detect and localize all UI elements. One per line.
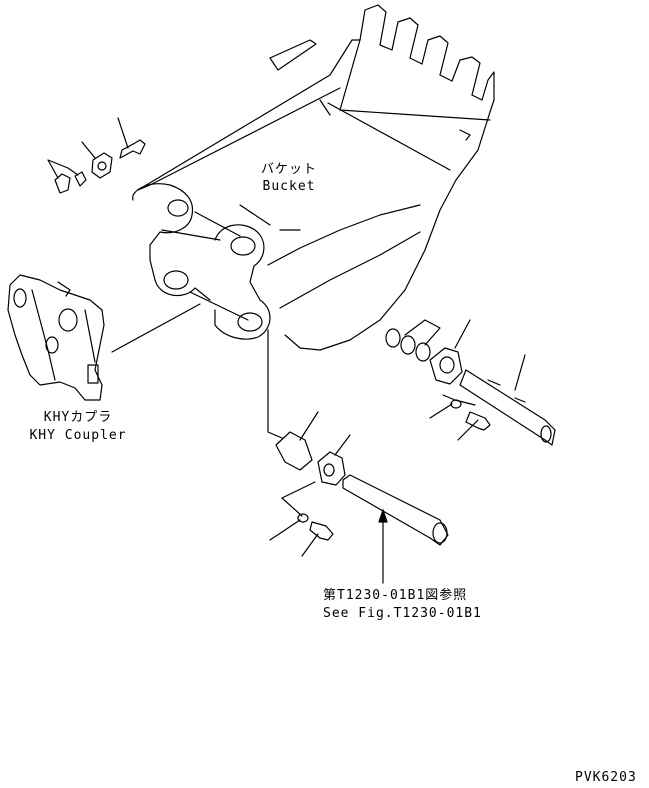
leader-lines	[47, 117, 526, 584]
bucket-illustration	[132, 4, 495, 351]
coupler-label-jp: KHYカプラ	[43, 410, 113, 425]
bucket-label-jp: バケット	[260, 162, 317, 177]
figure-code: PVK6203	[575, 770, 637, 785]
coupler-illustration	[7, 274, 105, 401]
bucket-label-en: Bucket	[262, 179, 316, 194]
coupler-label-en: KHY Coupler	[29, 428, 127, 443]
reference-label-jp: 第T1230-01B1図参照	[323, 588, 468, 603]
reference-label-en: See Fig.T1230-01B1	[323, 606, 482, 621]
hardware-parts	[54, 139, 556, 546]
